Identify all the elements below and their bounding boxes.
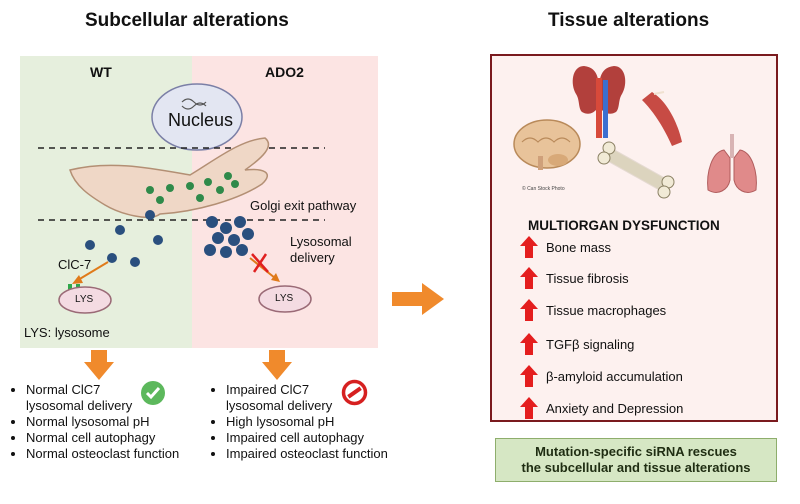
up-arrow-icon — [520, 299, 538, 321]
lysosomal-delivery-label: Lysosomal delivery — [290, 234, 352, 265]
tissue-title: Tissue alterations — [548, 10, 710, 31]
cell-diagram — [38, 83, 325, 314]
up-arrow-icon — [520, 365, 538, 387]
up-arrow-icon — [520, 236, 538, 258]
kidney-icon — [572, 66, 626, 138]
dysfunction-item: Anxiety and Depression — [520, 397, 683, 419]
wt-outcome-4: Normal osteoclast function — [26, 446, 231, 462]
dysfunction-label: Bone mass — [546, 239, 612, 255]
bone-icon — [597, 141, 675, 199]
dysfunction-item: TGFβ signaling — [520, 333, 634, 355]
dysfunction-label: Anxiety and Depression — [546, 400, 684, 416]
nucleus-label: Nucleus — [168, 110, 234, 130]
dysfunction-label: Tissue macrophages — [546, 302, 667, 318]
ado2-lysosome — [258, 285, 312, 313]
rescue-text: Mutation-specific siRNA rescues the subc… — [521, 444, 751, 475]
ado2-vesicles — [204, 216, 254, 258]
brain-icon — [513, 119, 581, 170]
golgi-apparatus — [69, 137, 270, 218]
dna-icon — [181, 98, 207, 110]
ado2-outcomes-list: Impaired ClC7 lysosomal delivery High ly… — [212, 382, 456, 462]
organ-illustrations — [513, 66, 757, 199]
rescue-box: Mutation-specific siRNA rescues the subc… — [495, 438, 777, 482]
wt-down-arrow — [84, 350, 114, 380]
subcellular-title: Subcellular alterations — [85, 10, 289, 31]
muscle-icon — [642, 91, 682, 146]
watermark: © Can Stock Photo — [522, 186, 565, 192]
wt-lysosome — [58, 286, 112, 314]
wt-label: WT — [90, 64, 112, 80]
lungs-icon — [707, 134, 757, 193]
ado2-outcome-1: Impaired ClC7 lysosomal delivery — [226, 382, 456, 414]
wt-lys-label: LYS — [75, 294, 94, 305]
ado2-down-arrow — [262, 350, 292, 380]
up-arrow-icon — [520, 397, 538, 419]
ado2-outcome-3: Impaired cell autophagy — [226, 430, 456, 446]
wt-vesicles — [85, 210, 163, 267]
up-arrow-icon — [520, 333, 538, 355]
nucleus — [151, 83, 243, 151]
dysfunction-item: β-amyloid accumulation — [520, 365, 683, 387]
dysfunction-label: Tissue fibrosis — [546, 270, 629, 286]
clc7-label: ClC-7 — [58, 257, 92, 272]
check-icon — [141, 381, 165, 405]
right-arrow — [392, 283, 444, 315]
tissue-panel — [490, 54, 778, 422]
ado2-label: ADO2 — [265, 64, 304, 80]
lysosome-legend: LYS: lysosome — [24, 325, 110, 340]
wt-outcome-3: Normal cell autophagy — [26, 430, 231, 446]
wt-outcomes-list: Normal ClC7 lysosomal delivery Normal ly… — [12, 382, 231, 462]
clc7-arrow — [77, 261, 109, 281]
dysfunction-title: MULTIORGAN DYSFUNCTION — [528, 218, 720, 233]
no-entry-icon — [341, 379, 368, 406]
dysfunction-label: TGFβ signaling — [546, 336, 635, 352]
blocked-arrow — [249, 257, 276, 279]
golgi-vesicles — [146, 172, 239, 204]
wt-outcome-2: Normal lysosomal pH — [26, 414, 231, 430]
dysfunction-label: β-amyloid accumulation — [546, 368, 683, 384]
golgi-label: Golgi exit pathway — [250, 198, 357, 213]
ado2-outcome-4: Impaired osteoclast function — [226, 446, 456, 462]
wt-outcome-1: Normal ClC7 lysosomal delivery — [26, 382, 231, 414]
ado2-outcome-2: High lysosomal pH — [226, 414, 456, 430]
dysfunction-item: Tissue macrophages — [520, 299, 666, 321]
ado2-lys-label: LYS — [275, 293, 294, 304]
up-arrow-icon — [520, 267, 538, 289]
dysfunction-item: Bone mass — [520, 236, 611, 258]
blocked-x-icon — [251, 253, 269, 273]
dysfunction-item: Tissue fibrosis — [520, 267, 629, 289]
